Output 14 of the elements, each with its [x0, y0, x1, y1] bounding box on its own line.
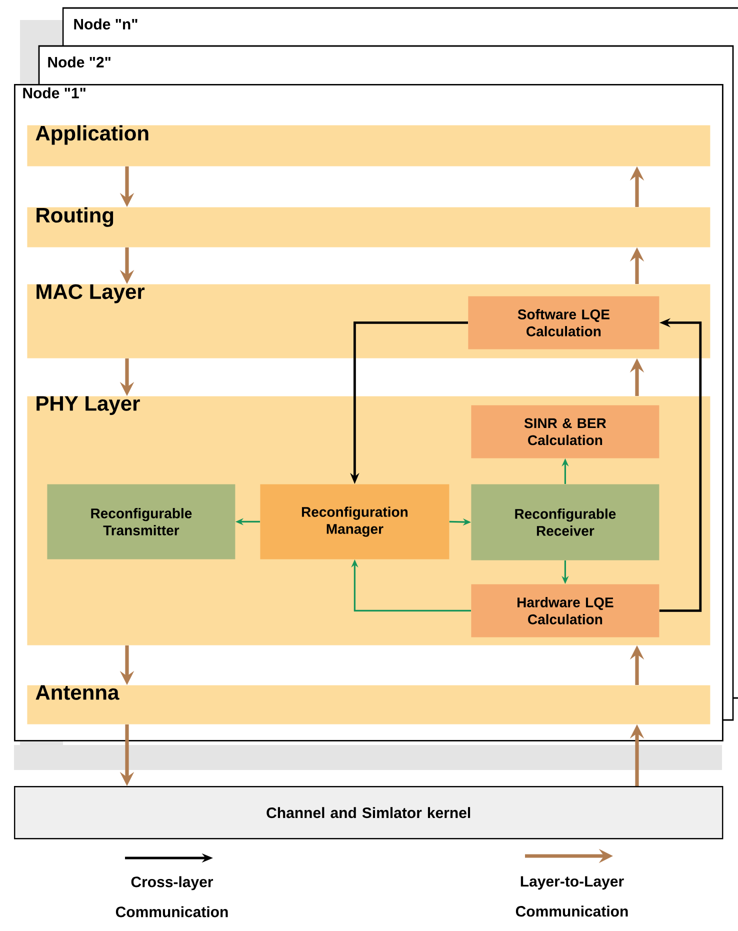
hardware-box: Reconfigurable Transmitter — [47, 484, 236, 560]
hardware-box: Reconfigurable Receiver — [471, 484, 660, 560]
frame-heading: Node "n" — [74, 18, 138, 30]
channel-box: Channel and Simlator kernel — [14, 786, 724, 840]
calculation-box: SINR & BER Calculation — [471, 405, 660, 458]
legend-text: Cross-layer Communication — [116, 876, 228, 918]
frame-heading: Node "2" — [48, 56, 110, 68]
layer-band: Application — [27, 125, 710, 166]
calculation-box: Hardware LQE Calculation — [471, 584, 660, 638]
layer-band: Antenna — [27, 685, 710, 724]
manager-box: Reconfiguration Manager — [260, 484, 450, 560]
legend-text: Layer-to-Layer Communication — [516, 876, 628, 917]
calculation-box: Software LQE Calculation — [468, 296, 660, 350]
layer-band: Routing — [27, 207, 710, 248]
